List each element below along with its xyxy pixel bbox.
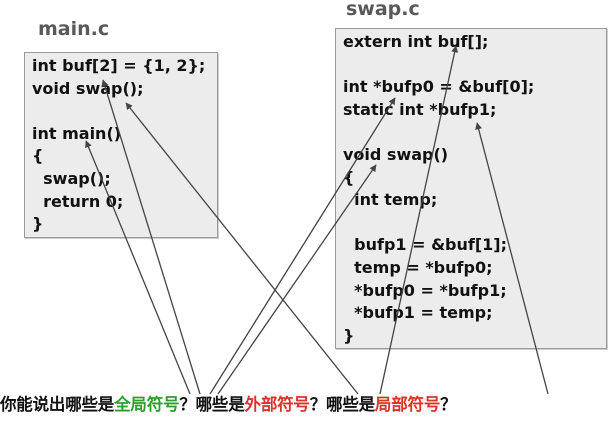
code-line-open-brace: {: [32, 146, 44, 166]
code-line-swap-call: swap();: [32, 168, 111, 188]
code-line-blank: [343, 212, 606, 235]
code-line-temp-declaration: int temp;: [343, 190, 438, 210]
code-line-swap-signature: void swap(): [343, 144, 449, 164]
question-prefix: 你能说出哪些是: [0, 395, 115, 414]
code-line-temp-assign: temp = *bufp0;: [343, 257, 493, 277]
question-mid-1: ？哪些是: [179, 395, 245, 414]
main-c-title: main.c: [38, 18, 110, 40]
global-symbols-label: 全局符号: [114, 395, 180, 414]
code-line-bufp0-assign: *bufp0 = *bufp1;: [343, 280, 507, 300]
code-line-blank: [343, 121, 606, 144]
main-c-code-box: int buf[2] = {1, 2}; void swap(); int ma…: [24, 52, 218, 238]
code-line-main-signature: int main(): [32, 123, 122, 143]
code-line-bufp0-definition: int *bufp0 = &buf[0];: [343, 77, 535, 97]
code-line-open-brace: {: [343, 167, 355, 187]
code-line-buf-definition: int buf[2] = {1, 2};: [32, 56, 206, 75]
code-line-close-brace: }: [32, 214, 44, 234]
code-line-return: return 0;: [32, 191, 124, 211]
question-mid-2: ？哪些是: [309, 395, 375, 414]
external-symbols-label: 外部符号: [244, 395, 310, 414]
code-line-blank: [32, 100, 217, 123]
code-line-bufp1-assign: bufp1 = &buf[1];: [343, 235, 507, 255]
question-suffix: ？: [440, 395, 457, 414]
code-line-swap-declaration: void swap();: [32, 78, 144, 98]
question-text: 你能说出哪些是全局符号？哪些是外部符号？哪些是局部符号？: [0, 394, 615, 416]
code-line-blank: [343, 54, 606, 77]
swap-c-code-box: extern int buf[]; int *bufp0 = &buf[0]; …: [335, 28, 607, 349]
code-line-close-brace: }: [343, 325, 355, 345]
code-line-bufp1-deref-assign: *bufp1 = temp;: [343, 303, 493, 323]
code-line-extern-buf: extern int buf[];: [343, 32, 489, 51]
swap-c-title: swap.c: [346, 0, 420, 20]
local-symbols-label: 局部符号: [374, 395, 441, 414]
code-line-bufp1-static: static int *bufp1;: [343, 99, 497, 119]
